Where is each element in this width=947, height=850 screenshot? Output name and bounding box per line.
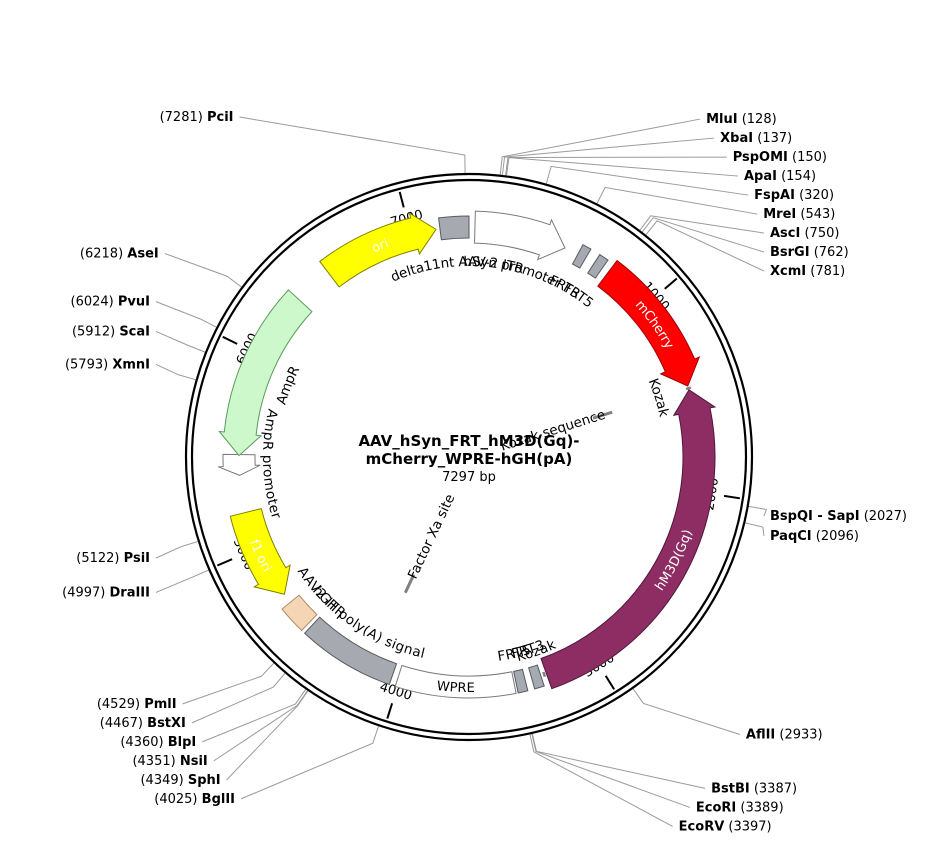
leader-paqci	[745, 522, 765, 536]
feature-ampr-promoter	[218, 453, 261, 476]
map-title-line1: AAV_hSyn_FRT_hM3D(Gq)-	[358, 432, 579, 450]
leader-asci	[639, 215, 765, 234]
feature-frt5-a	[587, 253, 609, 279]
leader-aflii	[632, 688, 741, 735]
backbone-inner	[190, 178, 748, 736]
leader-xcmi	[645, 220, 765, 272]
leader-bsrgi	[641, 217, 765, 253]
leader-pvui	[155, 301, 217, 328]
site-blpi: (4360) BlpI	[120, 734, 196, 749]
feature-label-ampr-promoter: AmpR promoter	[259, 408, 284, 521]
feature-hsyn-promoter	[474, 210, 566, 261]
site-xcmi: XcmI (781)	[770, 264, 845, 279]
site-pmli: (4529) PmlI	[97, 696, 177, 711]
site-fspai: FspAI (320)	[754, 188, 834, 203]
feature-frt3-b	[528, 664, 545, 690]
site-paqci: PaqCI (2096)	[770, 528, 859, 543]
site-aflii: AflII (2933)	[746, 727, 823, 742]
site-pspomi: PspOMI (150)	[733, 150, 827, 165]
feature-f1-ori	[229, 507, 291, 595]
leader-blpi	[202, 689, 307, 743]
leader-pmli	[182, 662, 275, 705]
leader-draiii	[155, 569, 209, 593]
restriction-sites: MluI (128) XbaI (137) PspOMI (150) ApaI (15…	[62, 110, 907, 834]
site-ecori: EcoRI (3389)	[696, 800, 784, 815]
site-bsrgi: BsrGI (762)	[770, 245, 849, 260]
leader-ecori	[531, 733, 691, 808]
leader-pcii	[239, 116, 466, 174]
site-bstxi: (4467) BstXI	[100, 715, 186, 730]
feature-mcherry	[597, 259, 701, 387]
site-xmni: (5793) XmnI	[65, 357, 150, 372]
leader-apai	[506, 157, 739, 177]
feature-hgh-polya	[303, 616, 398, 686]
map-length: 7297 bp	[442, 470, 496, 485]
leader-scai	[155, 330, 206, 353]
site-asci: AscI (750)	[770, 226, 839, 241]
leader-asei	[164, 253, 242, 288]
site-mrei: MreI (543)	[763, 207, 835, 222]
site-leaders	[155, 116, 768, 827]
leader-xmni	[155, 363, 196, 381]
map-title-line2: mCherry_WPRE-hGH(pA)	[366, 450, 573, 468]
feature-label-frt5-b: FRT5	[496, 642, 532, 665]
feature-kozak-a	[685, 386, 692, 391]
inner-label-factor-xa: Factor Xa site	[405, 492, 458, 582]
feature-label-ori: ori	[370, 236, 391, 256]
tick-1000	[664, 277, 678, 290]
leader-bglii	[240, 726, 380, 800]
leader-bstbi	[531, 733, 706, 789]
marker-factor-xa	[403, 574, 416, 594]
feature-ori	[319, 212, 437, 288]
site-xbai: XbaI (137)	[720, 131, 792, 146]
leader-ecorv	[529, 734, 673, 827]
feature-label-ampr: AmpR	[274, 364, 304, 407]
site-draiii: (4997) DraIII	[62, 585, 150, 600]
marker-kozak-seq	[592, 410, 613, 420]
site-ecorv: EcoRV (3397)	[679, 819, 772, 834]
feature-aav2-itr-left	[438, 215, 470, 241]
site-nsii: (4351) NsiI	[132, 753, 207, 768]
leader-psii	[155, 540, 199, 559]
map-center-title: AAV_hSyn_FRT_hM3D(Gq)- mCherry_WPRE-hGH(…	[358, 432, 579, 485]
tick-5000	[216, 558, 233, 567]
site-psii: (5122) PsiI	[76, 551, 150, 566]
feature-frt5-b	[513, 668, 529, 694]
leader-xbai	[501, 137, 715, 176]
leader-bspqi-sapi	[748, 505, 768, 517]
tick-2000	[723, 494, 741, 500]
site-bspqi-sapi: BspQI - SapI (2027)	[770, 509, 907, 524]
leader-nsii	[213, 690, 308, 762]
site-pvui: (6024) PvuI	[71, 294, 150, 309]
tick-6000	[222, 335, 238, 345]
feature-label-frt5-a: FRT5	[560, 280, 596, 312]
leader-mlui	[499, 118, 701, 175]
site-pcii: (7281) PciI	[160, 110, 234, 125]
leader-mrei	[596, 186, 758, 215]
feature-hm3d	[540, 389, 717, 690]
site-scai: (5912) ScaI	[72, 324, 150, 339]
tick-3000	[604, 675, 616, 690]
tick-4000	[386, 702, 394, 719]
leader-pspomi	[505, 156, 727, 176]
tick-7000	[398, 191, 405, 208]
site-bglii: (4025) BglII	[154, 791, 235, 806]
leader-bstxi	[191, 673, 286, 724]
backbone	[184, 172, 754, 742]
feature-kozak-b	[542, 671, 547, 678]
site-mlui: MluI (128)	[706, 112, 777, 127]
feature-label-wpre: WPRE	[436, 679, 475, 696]
feature-label-kozak-a: Kozak	[645, 376, 672, 418]
site-apai: ApaI (154)	[744, 169, 816, 184]
site-sphi: (4349) SphI	[140, 772, 220, 787]
site-asei: (6218) AseI	[80, 246, 159, 261]
site-bstbi: BstBI (3387)	[711, 781, 797, 796]
feature-frt3-a	[571, 243, 592, 269]
feature-aav2-itr-right	[281, 594, 318, 632]
leader-fspai	[545, 165, 749, 196]
backbone-outer	[184, 172, 754, 742]
feature-wpre	[394, 664, 517, 699]
feature-ampr	[218, 289, 313, 457]
